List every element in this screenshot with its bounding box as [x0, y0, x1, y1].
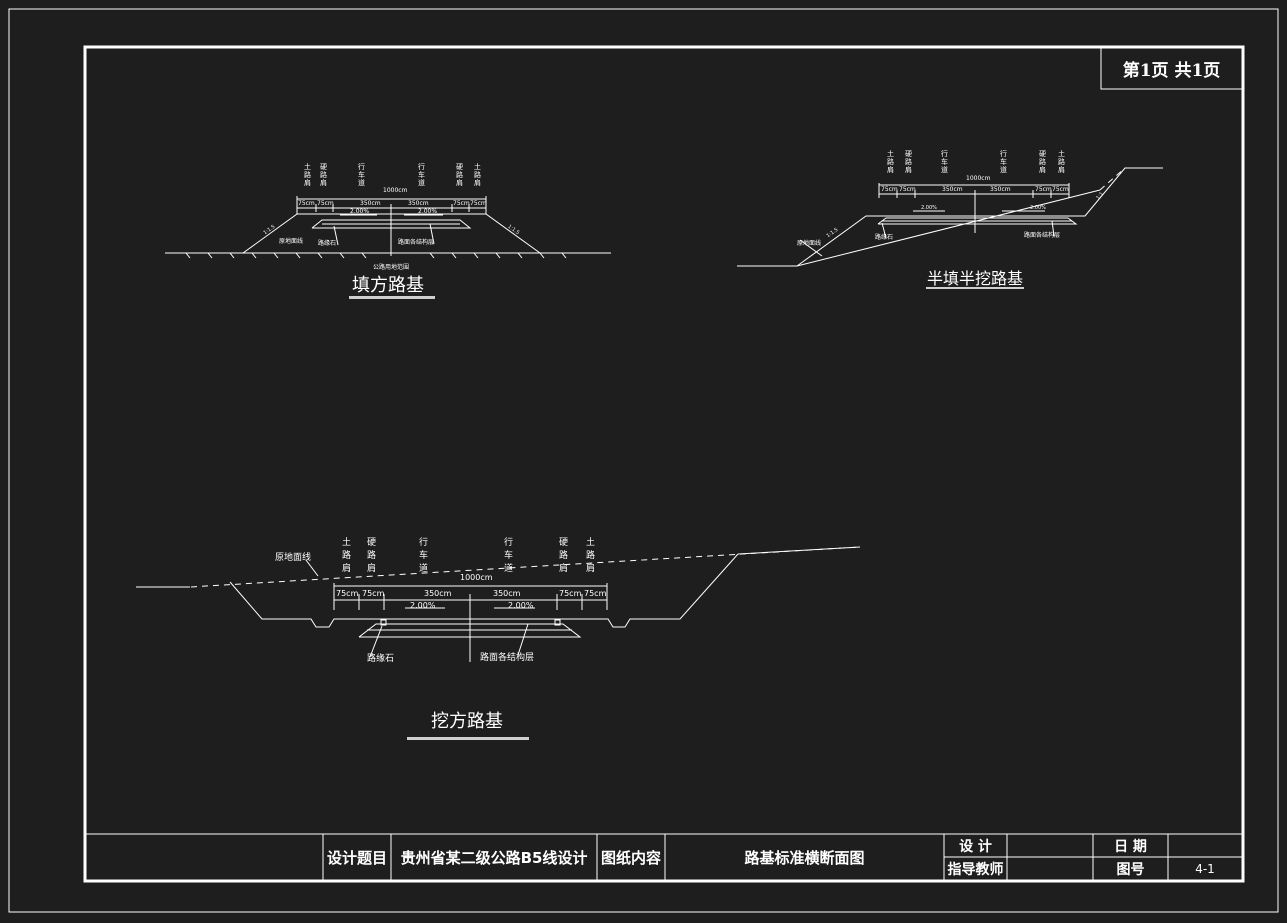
half-col-label-6: 土 路 肩 [1058, 150, 1065, 174]
fill-pavement [311, 219, 472, 229]
page-indicator: 第1页 共1页 [1122, 61, 1221, 81]
advisor-label: 指导教师 [947, 861, 1004, 878]
cut-section-drawing [136, 546, 861, 662]
half-width-1: 75cm [881, 186, 898, 193]
fill-width-6: 75cm [470, 200, 487, 207]
fill-width-3: 350cm [360, 200, 381, 207]
cut-col-label-2: 硬 路 肩 [367, 538, 377, 574]
cut-callout-curb: 路缘石 [367, 654, 395, 664]
page-indicator-box [1100, 47, 1243, 90]
cut-width-4: 350cm [493, 589, 521, 598]
half-total-width: 1000cm [966, 175, 991, 182]
inner-frame [83, 45, 1245, 883]
drawing-content-label: 图纸内容 [600, 848, 661, 867]
half-width-6: 75cm [1052, 186, 1069, 193]
cut-callout-layers: 路面各结构层 [480, 653, 535, 663]
half-col-label-2: 硬 路 肩 [905, 150, 912, 174]
half-col-label-5: 硬 路 肩 [1039, 150, 1046, 174]
half-col-label-3: 行 车 道 [941, 150, 948, 174]
half-col-label-4: 行 车 道 [1000, 150, 1007, 174]
fill-slope-right: 2.00% [418, 208, 438, 215]
fill-callout-ground: 原地面线 [279, 238, 304, 245]
half-section-drawing [737, 167, 1163, 267]
fill-col-label-1: 土 路 肩 [304, 163, 311, 187]
half-width-4: 350cm [990, 186, 1011, 193]
fill-width-2: 75cm [317, 200, 334, 207]
fill-col-label-2: 硬 路 肩 [320, 163, 327, 187]
cut-col-label-4: 行 车 道 [504, 538, 514, 574]
half-pavement [877, 217, 1078, 225]
cut-col-label-5: 硬 路 肩 [559, 538, 569, 574]
fill-section-drawing [165, 196, 611, 259]
cut-total-width: 1000cm [460, 573, 493, 582]
cut-caption: 挖方路基 [431, 711, 503, 732]
half-callout-ground: 原地面线 [797, 240, 822, 247]
design-topic-label: 设计题目 [326, 848, 387, 867]
half-profile [796, 167, 1163, 267]
design-label: 设 计 [959, 838, 992, 855]
cut-slope-left: 2.00% [410, 601, 436, 610]
fill-col-label-6: 土 路 肩 [474, 163, 481, 187]
drawing-no-label: 图号 [1116, 861, 1145, 878]
half-callout-layers: 路面各结构层 [1024, 232, 1061, 239]
fill-caption-underline [349, 296, 435, 299]
drawing-content-value: 路基标准横断面图 [744, 848, 865, 867]
cut-col-label-1: 土 路 肩 [342, 538, 352, 574]
half-ground-line [737, 189, 1101, 267]
date-label: 日 期 [1114, 838, 1147, 855]
half-width-5: 75cm [1035, 186, 1052, 193]
cut-col-label-6: 土 路 肩 [586, 538, 596, 574]
half-caption-underline [926, 287, 1024, 289]
fill-width-5: 75cm [453, 200, 470, 207]
cut-pavement [358, 623, 582, 638]
half-width-3: 350cm [942, 186, 963, 193]
fill-col-label-4: 行 车 道 [418, 163, 425, 187]
cut-width-1: 75cm [336, 589, 359, 598]
cut-slope-right: 2.00% [508, 601, 534, 610]
cut-col-label-3: 行 车 道 [419, 538, 429, 574]
cut-width-2: 75cm [362, 589, 385, 598]
cut-profile [229, 553, 739, 628]
fill-caption: 填方路基 [352, 275, 424, 296]
half-slope-right: 2.00% [1030, 205, 1046, 211]
cut-width-6: 75cm [584, 589, 607, 598]
drawing-no-value: 4-1 [1195, 861, 1215, 876]
fill-slope-left: 2.00% [350, 208, 370, 215]
design-topic-value: 贵州省某二级公路B5线设计 [400, 848, 588, 867]
cut-width-3: 350cm [424, 589, 452, 598]
fill-width-4: 350cm [408, 200, 429, 207]
half-caption: 半填半挖路基 [927, 269, 1024, 288]
half-callout-curb: 路缘石 [875, 234, 894, 241]
fill-width-1: 75cm [298, 200, 315, 207]
fill-bottom-note: 公路用地范围 [373, 264, 410, 271]
half-col-label-1: 土 路 肩 [887, 150, 894, 174]
fill-col-label-3: 行 车 道 [358, 163, 365, 187]
title-block-grid [86, 833, 1242, 880]
half-slope-left: 2.00% [921, 205, 937, 211]
half-width-2: 75cm [899, 186, 916, 193]
cut-callout-ground: 原地面线 [275, 553, 312, 563]
fill-callout-layers: 路面各结构层 [398, 239, 435, 246]
fill-total-width: 1000cm [383, 187, 408, 194]
fill-callout-curb: 路缘石 [318, 240, 337, 247]
fill-col-label-5: 硬 路 肩 [456, 163, 463, 187]
outer-frame [8, 8, 1279, 913]
cut-width-5: 75cm [559, 589, 582, 598]
cut-caption-underline [407, 737, 529, 740]
